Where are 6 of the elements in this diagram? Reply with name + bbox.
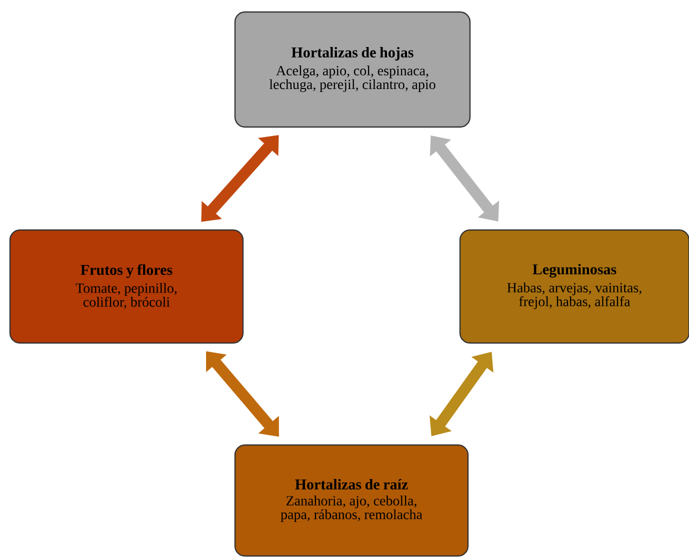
category-box: Leguminosas Habas, arvejas, vainitas, frejol, habas, alfalfa [459, 229, 689, 344]
double-arrow [430, 136, 500, 222]
category-box: Hortalizas de hojas Acelga, apio, col, espinaca, lechuga, perejil, cilantro, apio [234, 11, 471, 128]
category-box: Frutos y flores Tomate, pepinillo, coliflor, brócoli [9, 229, 244, 344]
double-arrow [201, 135, 279, 222]
category-box: Hortalizas de raíz Zanahoria, ajo, cebolla, papa, rábanos, remolacha [234, 444, 469, 557]
